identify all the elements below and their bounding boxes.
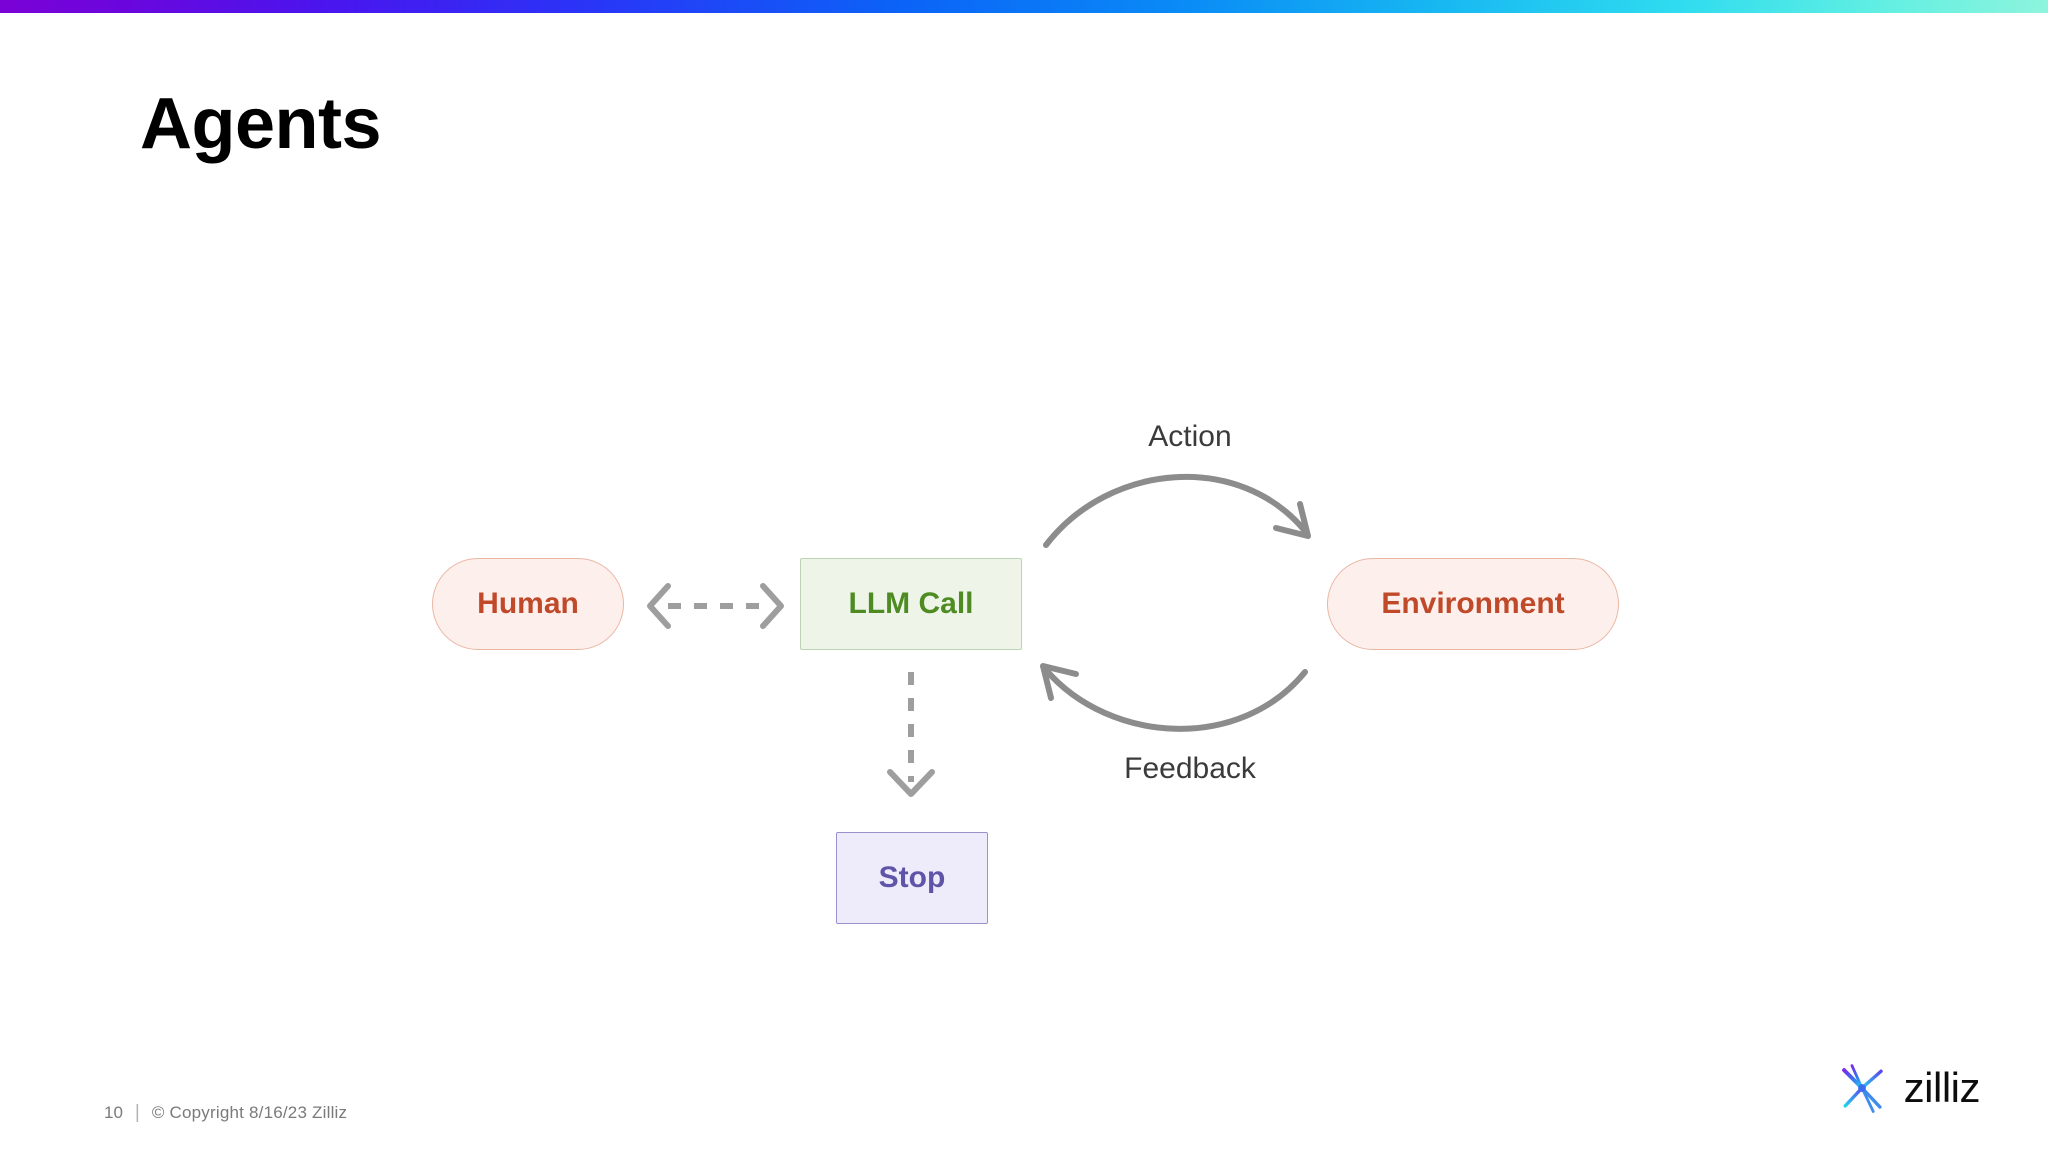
edge-action	[1043, 473, 1311, 548]
zilliz-starburst-icon	[1836, 1061, 1889, 1116]
node-llm-call-label: LLM Call	[848, 587, 974, 620]
node-human-label: Human	[477, 587, 579, 620]
page-title: Agents	[140, 84, 382, 164]
copyright-text: © Copyright 8/16/23 Zilliz	[151, 1103, 348, 1122]
edge-llm-call-stop	[887, 672, 935, 797]
edge-human-llm-call	[647, 583, 784, 629]
node-human[interactable]: Human	[432, 558, 624, 650]
node-environment-label: Environment	[1381, 587, 1565, 620]
footer-separator: |	[134, 1102, 140, 1123]
edge-label-action: Action	[1148, 420, 1232, 453]
node-stop[interactable]: Stop	[836, 832, 988, 924]
node-llm-call[interactable]: LLM Call	[800, 558, 1022, 650]
edge-label-feedback: Feedback	[1124, 752, 1256, 785]
node-stop-label: Stop	[878, 861, 946, 894]
zilliz-logo: zilliz	[1834, 1060, 1981, 1116]
edge-feedback	[1040, 663, 1308, 732]
footer: 10 | © Copyright 8/16/23 Zilliz	[104, 1102, 347, 1124]
node-environment[interactable]: Environment	[1327, 558, 1619, 650]
page-number: 10	[104, 1103, 123, 1122]
zilliz-wordmark: zilliz	[1903, 1064, 1981, 1111]
top-gradient-bar	[0, 0, 2048, 13]
